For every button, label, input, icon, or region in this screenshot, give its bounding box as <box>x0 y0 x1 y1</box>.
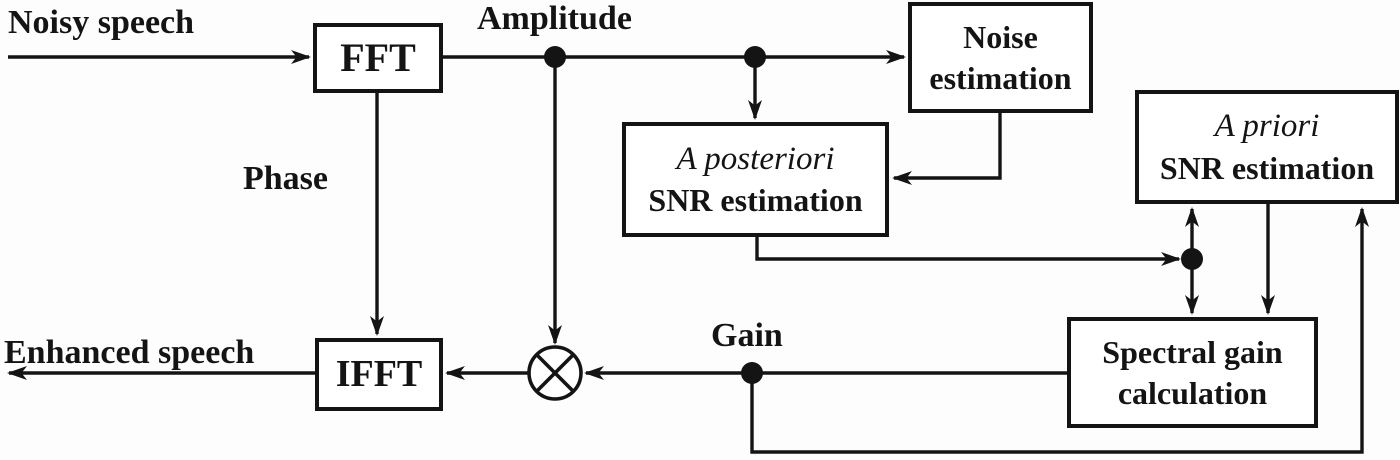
noisy-speech-label: Noisy speech <box>8 4 195 41</box>
a-priori-snr-block: A priori SNR estimation <box>1135 90 1399 204</box>
a-posteriori-line2: SNR estimation <box>648 182 863 219</box>
junction-dot-gain <box>741 362 763 384</box>
ifft-block: IFFT <box>315 338 443 411</box>
gain-label: Gain <box>711 317 783 354</box>
noise-estimation-block: Noise estimation <box>908 2 1093 113</box>
a-priori-line1: A priori <box>1214 108 1320 145</box>
phase-label: Phase <box>243 160 328 197</box>
fft-label: FFT <box>340 35 416 81</box>
spectral-gain-line2: calculation <box>1117 374 1268 411</box>
a-posteriori-snr-block: A posteriori SNR estimation <box>622 122 889 237</box>
ifft-label: IFFT <box>335 353 423 396</box>
noise-estimation-line1: Noise <box>963 18 1038 55</box>
amplitude-label: Amplitude <box>477 0 632 37</box>
junction-dot-amplitude-multiplier <box>544 46 566 68</box>
spectral-gain-block: Spectral gain calculation <box>1067 317 1318 428</box>
wire-noise-estimation-to-a-posteriori <box>892 113 1002 185</box>
a-posteriori-line1: A posteriori <box>676 140 835 177</box>
junction-dot-a-priori-input <box>1181 248 1203 270</box>
noise-estimation-line2: estimation <box>929 59 1072 96</box>
fft-block: FFT <box>313 23 443 93</box>
multiply-circle-icon <box>527 345 583 401</box>
a-priori-line2: SNR estimation <box>1159 149 1375 186</box>
spectral-gain-line1: Spectral gain <box>1102 333 1283 370</box>
wire-a-posteriori-to-junction <box>755 237 1181 266</box>
junction-dot-amplitude-a-posteriori <box>744 46 766 68</box>
enhanced-speech-label: Enhanced speech <box>4 334 255 371</box>
wire-gain-feedback-to-a-priori <box>750 207 1369 454</box>
